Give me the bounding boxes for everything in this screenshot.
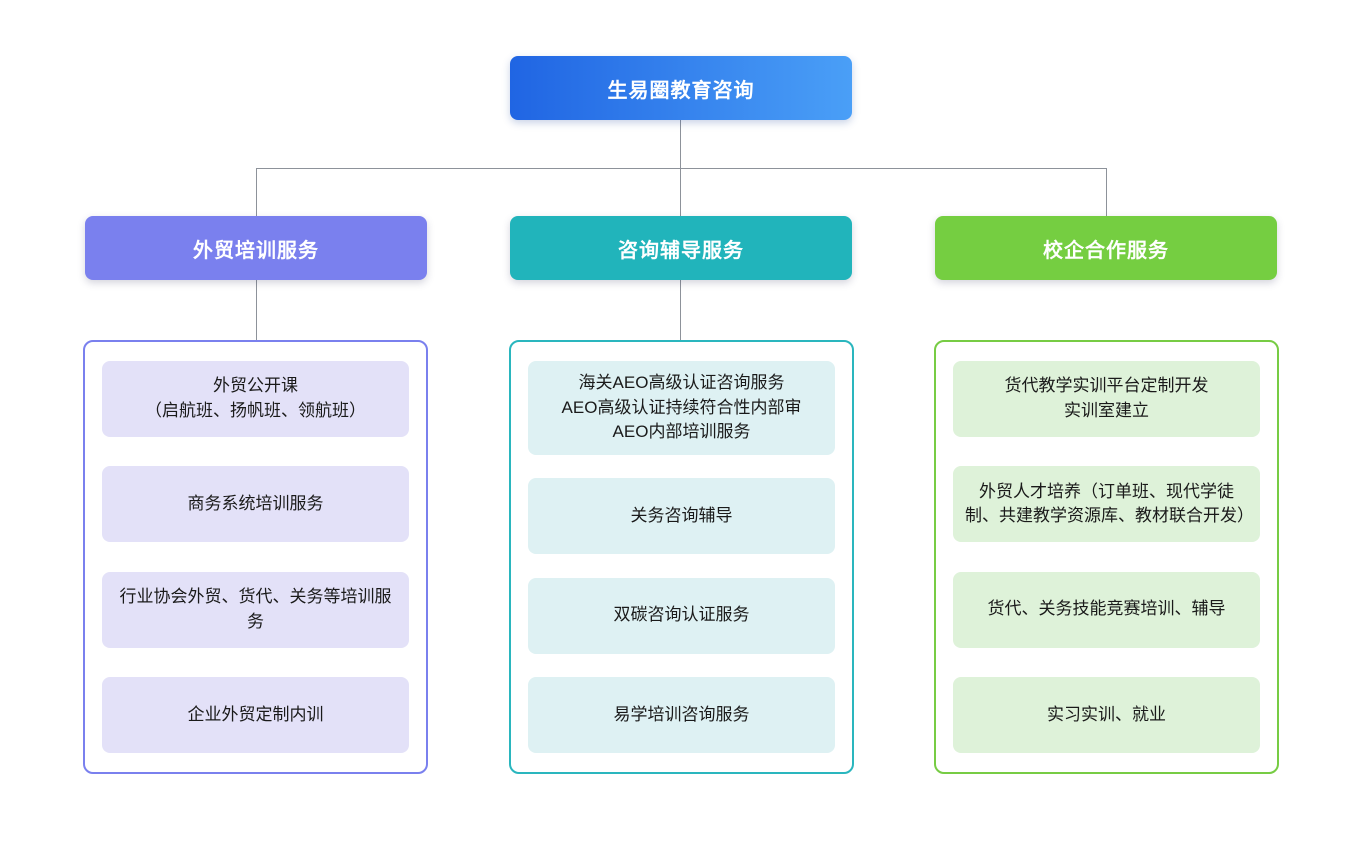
connector-branch1-to-box: [256, 280, 257, 340]
branch-box-school-enterprise: 货代教学实训平台定制开发 实训室建立 外贸人才培养（订单班、现代学徒制、共建教学…: [934, 340, 1279, 774]
branch-header-label: 咨询辅导服务: [618, 239, 744, 262]
leaf-node: 海关AEO高级认证咨询服务 AEO高级认证持续符合性内部审 AEO内部培训服务: [528, 361, 835, 455]
branch-header-label: 校企合作服务: [1043, 239, 1169, 262]
connector-branch1-drop: [256, 168, 257, 216]
branch-header-label: 外贸培训服务: [193, 239, 319, 262]
branch-header-foreign-trade-training: 外贸培训服务: [85, 216, 427, 280]
leaf-node: 实习实训、就业: [953, 676, 1260, 753]
leaf-node: 双碳咨询认证服务: [528, 577, 835, 654]
leaf-node: 关务咨询辅导: [528, 478, 835, 555]
connector-branch2-drop: [680, 168, 681, 216]
branch-header-school-enterprise: 校企合作服务: [935, 216, 1277, 280]
branch-header-consulting-coaching: 咨询辅导服务: [510, 216, 852, 280]
branch-box-consulting-coaching: 海关AEO高级认证咨询服务 AEO高级认证持续符合性内部审 AEO内部培训服务 …: [509, 340, 854, 774]
leaf-node: 货代教学实训平台定制开发 实训室建立: [953, 361, 1260, 437]
root-node: 生易圈教育咨询: [510, 56, 852, 120]
leaf-node: 行业协会外贸、货代、关务等培训服务: [102, 571, 409, 648]
branch-box-foreign-trade-training: 外贸公开课 （启航班、扬帆班、领航班） 商务系统培训服务 行业协会外贸、货代、关…: [83, 340, 428, 774]
leaf-node: 货代、关务技能竞赛培训、辅导: [953, 571, 1260, 648]
root-node-label: 生易圈教育咨询: [607, 79, 755, 102]
connector-root-stem: [680, 120, 681, 168]
connector-branch2-to-box: [680, 280, 681, 340]
connector-branch-rail: [256, 168, 1106, 169]
leaf-node: 商务系统培训服务: [102, 466, 409, 543]
connector-branch3-drop: [1106, 168, 1107, 216]
leaf-node: 外贸公开课 （启航班、扬帆班、领航班）: [102, 361, 409, 437]
leaf-node: 外贸人才培养（订单班、现代学徒制、共建教学资源库、教材联合开发）: [953, 466, 1260, 543]
leaf-node: 企业外贸定制内训: [102, 676, 409, 753]
leaf-node: 易学培训咨询服务: [528, 677, 835, 753]
